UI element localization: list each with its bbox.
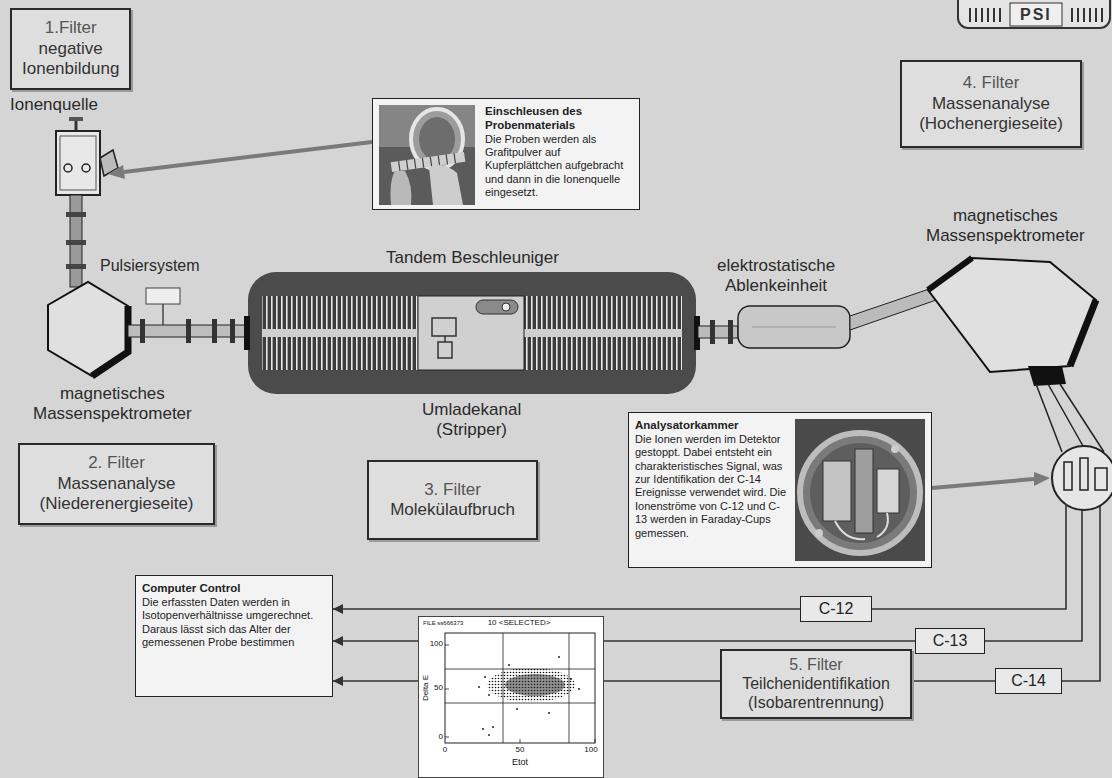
filter-box: 3. FilterMolekülaufbruch [367, 460, 538, 540]
part-label: Ionenquelle [10, 95, 98, 115]
part-label: Tandem Beschleuniger [386, 248, 559, 268]
filter-number: 1.Filter [45, 18, 97, 38]
signal-connector [912, 681, 995, 682]
sample-loading-photo [379, 105, 475, 205]
signal-tag: C-13 [915, 628, 985, 654]
signal-connector [333, 676, 418, 686]
analyser-chamber-photo [795, 419, 925, 561]
callout-heading: Computer Control [142, 582, 326, 596]
connector-line [333, 680, 418, 682]
connector-line [604, 680, 720, 682]
part-label: Pulsiersystem [100, 256, 200, 275]
callout-text-column: AnalysatorkammerDie Ionen werden im Dete… [635, 419, 791, 540]
filter-number: 3. Filter [424, 480, 481, 500]
plot-text: Etot [512, 758, 528, 767]
filter-description: Massenanalyse (Niederenergieseite) [39, 474, 193, 515]
filter-number: 5. Filter [789, 655, 842, 674]
signal-connector [604, 681, 720, 682]
plot-text: 50 [516, 746, 525, 754]
plot-text: Delta E [422, 675, 430, 701]
filter-description: Molekülaufbruch [390, 500, 515, 520]
callout-text-column: Einschleusen des ProbenmaterialsDie Prob… [485, 105, 631, 200]
signal-tag: C-14 [995, 668, 1062, 694]
callout-body: Die Ionen werden im Detektor gestoppt. D… [635, 433, 791, 540]
logo-text: PSI [1020, 5, 1052, 24]
callout-body: Die erfassten Daten werden in Isotopenve… [142, 596, 326, 650]
callout-text-column: Computer ControlDie erfassten Daten werd… [142, 582, 326, 649]
filter-description: Massenanalyse (Hochenergieseite) [919, 94, 1063, 135]
plot-text: 0 [439, 733, 443, 741]
computer-control-box: Computer ControlDie erfassten Daten werd… [135, 575, 333, 697]
signal-tag: C-12 [800, 596, 872, 622]
filter-box: 4. FilterMassenanalyse (Hochenergieseite… [900, 60, 1082, 148]
callout-body: Die Proben werden als Grafitpulver auf K… [485, 133, 631, 200]
spectrum-plot: FILE ss66637310 <SELECTED>100500050100De… [418, 616, 604, 778]
filter-box: 2. FilterMassenanalyse (Niederenergiesei… [18, 443, 215, 525]
plot-text: 0 [443, 746, 447, 754]
part-label: magnetisches Massenspektrometer [33, 384, 192, 425]
arrow-head [333, 676, 343, 686]
callout-heading: Analysatorkammer [635, 419, 791, 433]
filter-number: 4. Filter [963, 73, 1020, 93]
filter-description: negative Ionenbildung [22, 39, 119, 80]
plot-text: 50 [434, 684, 443, 692]
arrow-head [333, 636, 343, 646]
filter-box: 5. FilterTeilchenidentifikation (Isobare… [720, 649, 912, 719]
plot-text: 100 [430, 640, 443, 648]
callout-heading: Einschleusen des Probenmaterials [485, 105, 631, 133]
part-label: magnetisches Massenspektrometer [926, 206, 1085, 247]
arrow-head [333, 604, 343, 614]
signal-tag-text: C-12 [819, 600, 854, 618]
part-label: elektrostatische Ablenkeinheit [717, 256, 835, 297]
photo-callout-box: Einschleusen des ProbenmaterialsDie Prob… [372, 98, 640, 210]
photo-callout-box: AnalysatorkammerDie Ionen werden im Dete… [628, 412, 932, 568]
connector-line [912, 680, 995, 682]
filter-box: 1.Filternegative Ionenbildung [10, 8, 131, 90]
part-label: Umladekanal (Stripper) [422, 400, 521, 441]
signal-tag-text: C-14 [1011, 672, 1046, 690]
signal-connector [333, 604, 800, 614]
filter-number: 2. Filter [88, 453, 145, 473]
plot-text: FILE ss666373 [423, 620, 463, 626]
plot-text: 100 [584, 746, 597, 754]
filter-description: Teilchenidentifikation (Isobarentrennung… [742, 674, 890, 712]
signal-tag-text: C-13 [933, 632, 968, 650]
connector-line [333, 608, 800, 610]
plot-text: 10 <SELECTED> [488, 619, 551, 627]
